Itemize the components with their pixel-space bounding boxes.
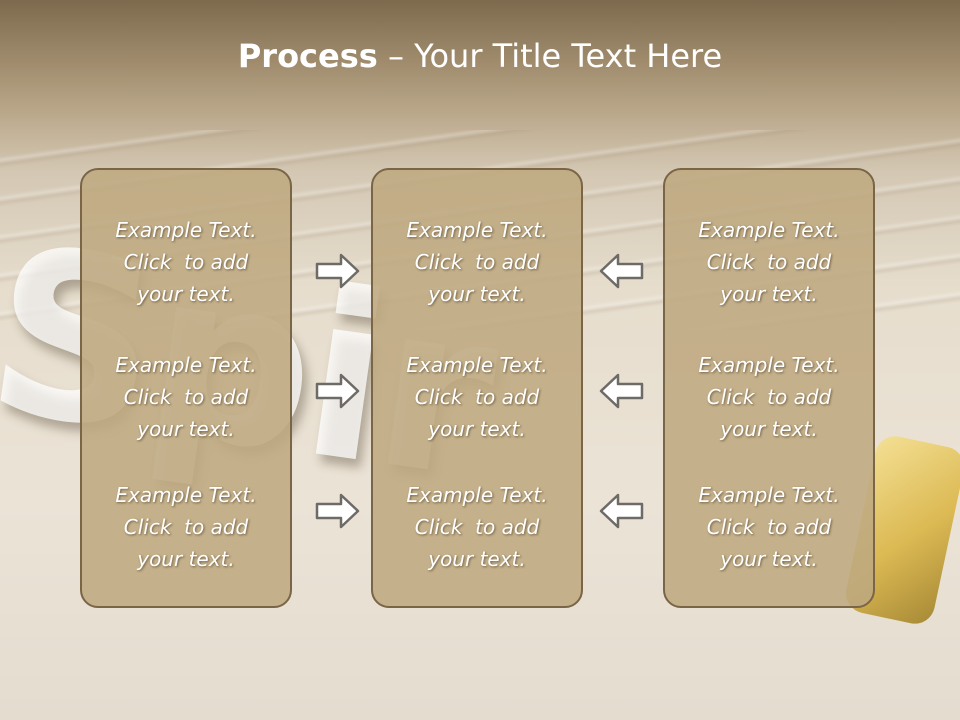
text-line: Example Text.: [406, 218, 548, 242]
text-line: Example Text.: [406, 483, 548, 507]
panel-text-block[interactable]: Example Text. Click to add your text.: [665, 349, 873, 445]
process-panel-center[interactable]: Example Text. Click to add your text. Ex…: [371, 168, 583, 608]
text-line: Click to add: [123, 250, 249, 274]
arrow-left-icon: [599, 253, 644, 289]
process-panel-right[interactable]: Example Text. Click to add your text. Ex…: [663, 168, 875, 608]
arrow-right-icon: [315, 253, 360, 289]
panel-text-block[interactable]: Example Text. Click to add your text.: [373, 479, 581, 575]
text-line: Click to add: [414, 515, 540, 539]
text-line: your text.: [428, 417, 526, 441]
panel-text-block[interactable]: Example Text. Click to add your text.: [665, 479, 873, 575]
text-line: Example Text.: [115, 353, 257, 377]
title-bold-part: Process: [237, 37, 378, 75]
title-rest-part: – Your Title Text Here: [377, 37, 723, 75]
text-line: your text.: [137, 282, 235, 306]
text-line: Click to add: [706, 385, 832, 409]
arrow-right-icon: [315, 373, 360, 409]
text-line: Example Text.: [115, 218, 257, 242]
text-line: Click to add: [414, 385, 540, 409]
text-line: your text.: [428, 547, 526, 571]
text-line: Example Text.: [698, 483, 840, 507]
text-line: Click to add: [414, 250, 540, 274]
text-line: your text.: [137, 547, 235, 571]
arrow-left-icon: [599, 493, 644, 529]
text-line: your text.: [137, 417, 235, 441]
slide-header: Process – Your Title Text Here: [0, 0, 960, 130]
panel-text-block[interactable]: Example Text. Click to add your text.: [82, 214, 290, 310]
panel-text-block[interactable]: Example Text. Click to add your text.: [373, 349, 581, 445]
arrow-right-icon: [315, 493, 360, 529]
panel-text-block[interactable]: Example Text. Click to add your text.: [665, 214, 873, 310]
text-line: Example Text.: [406, 353, 548, 377]
text-line: Click to add: [706, 250, 832, 274]
panel-text-block[interactable]: Example Text. Click to add your text.: [82, 349, 290, 445]
process-panel-left[interactable]: Example Text. Click to add your text. Ex…: [80, 168, 292, 608]
panel-text-block[interactable]: Example Text. Click to add your text.: [373, 214, 581, 310]
slide-title[interactable]: Process – Your Title Text Here: [238, 37, 722, 75]
text-line: your text.: [428, 282, 526, 306]
text-line: Click to add: [123, 385, 249, 409]
text-line: Example Text.: [115, 483, 257, 507]
text-line: your text.: [720, 547, 818, 571]
text-line: Example Text.: [698, 218, 840, 242]
arrow-left-icon: [599, 373, 644, 409]
text-line: Example Text.: [698, 353, 840, 377]
text-line: Click to add: [706, 515, 832, 539]
text-line: your text.: [720, 282, 818, 306]
text-line: your text.: [720, 417, 818, 441]
text-line: Click to add: [123, 515, 249, 539]
panel-text-block[interactable]: Example Text. Click to add your text.: [82, 479, 290, 575]
